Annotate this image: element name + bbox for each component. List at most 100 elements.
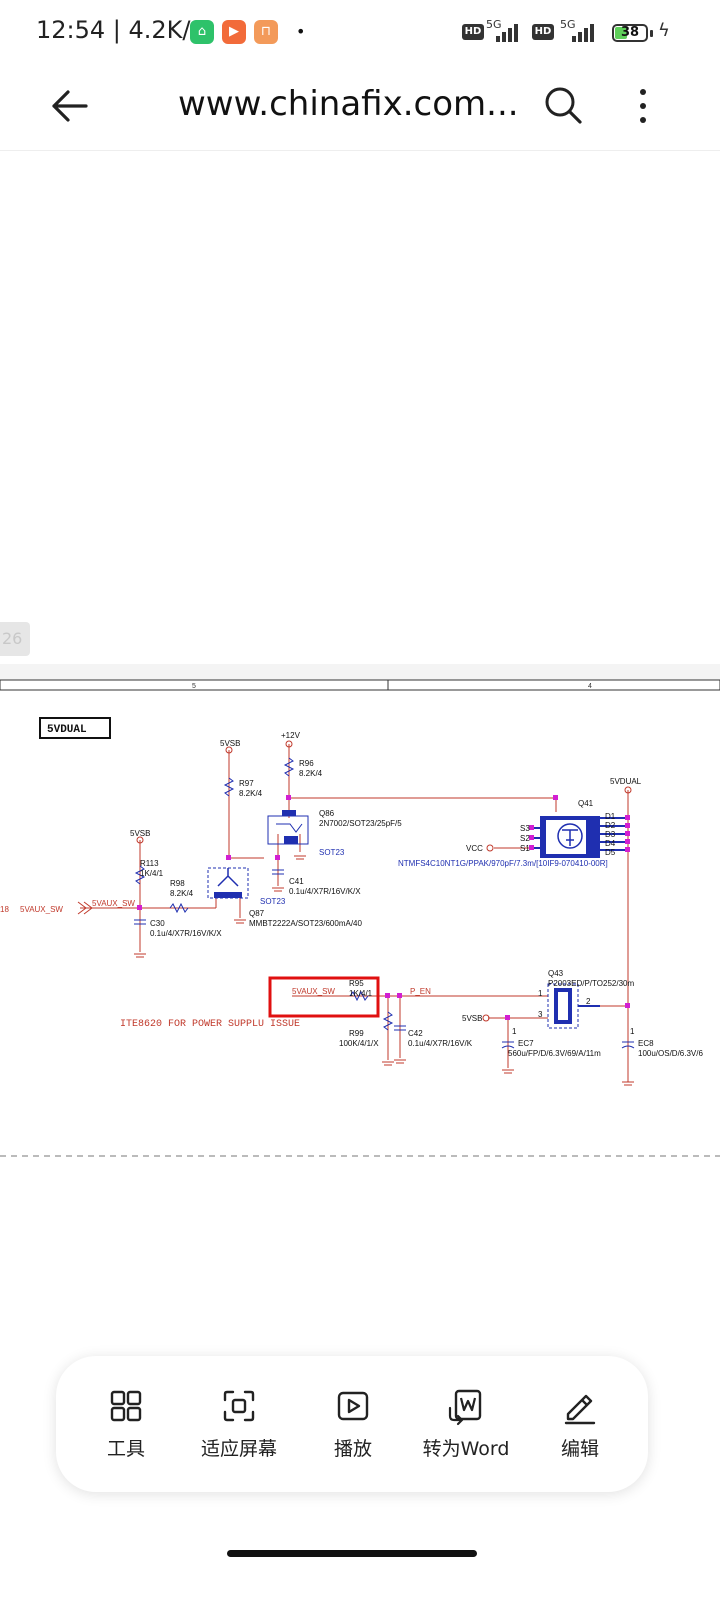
r97-ref: R97 xyxy=(239,779,254,788)
r95-value: 1K/4/1 xyxy=(349,989,373,998)
q87-symbol xyxy=(207,867,249,899)
q41-ref: Q41 xyxy=(578,799,594,808)
ec7-ref: EC7 xyxy=(518,1039,534,1048)
c30-ref: C30 xyxy=(150,919,165,928)
title-box-label: 5VDUAL xyxy=(47,724,87,736)
net-5vsb-3: 5VSB xyxy=(462,1014,482,1023)
edit-pencil-icon xyxy=(564,1394,596,1425)
ec7-value: 560u/FP/D/6.3V/69/A/11m xyxy=(508,1049,601,1058)
search-icon xyxy=(545,87,582,124)
c42-value: 0.1u/4/X7R/16V/K xyxy=(408,1039,473,1048)
hd-badge-1: HD xyxy=(462,24,484,40)
play-icon xyxy=(337,1391,369,1421)
play-label: 播放 xyxy=(333,1438,372,1460)
pin-q43-3: 3 xyxy=(538,1010,543,1019)
r98-value: 8.2K/4 xyxy=(170,889,194,898)
signal-bars-1-icon xyxy=(496,24,522,42)
net-5vaux-sw: 5VAUX_SW xyxy=(292,987,335,996)
r97-value: 8.2K/4 xyxy=(239,789,263,798)
pin-d3: D3 xyxy=(605,830,616,839)
pin-d2: D2 xyxy=(605,821,616,830)
signal-bars-2-icon xyxy=(572,24,598,42)
search-button[interactable] xyxy=(540,80,590,132)
fit-screen-label: 适应屏幕 xyxy=(200,1438,277,1460)
charging-icon: ϟ xyxy=(658,20,670,41)
pin-d5: D5 xyxy=(605,848,616,857)
tools-button[interactable]: 工具 xyxy=(66,1386,186,1466)
fit-screen-button[interactable]: 适应屏幕 xyxy=(179,1386,299,1466)
r99-ref: R99 xyxy=(349,1029,364,1038)
q86-ref: Q86 xyxy=(319,809,335,818)
r113-value: 1K/4/1 xyxy=(140,869,164,878)
c41-value: 0.1u/4/X7R/16V/K/X xyxy=(289,887,361,896)
mi-home-icon: ⌂ xyxy=(190,20,214,44)
c41-ref: C41 xyxy=(289,877,304,886)
back-button[interactable] xyxy=(44,80,96,132)
back-arrow-icon xyxy=(52,90,88,122)
q43-symbol xyxy=(547,983,600,1029)
pin-d1: D1 xyxy=(605,812,616,821)
schematic-drawing: 5 4 5VDUAL xyxy=(0,679,720,1157)
net-12v: +12V xyxy=(281,731,301,740)
convert-word-icon xyxy=(448,1389,482,1426)
c42-ref: C42 xyxy=(408,1029,423,1038)
pin-ec7-1: 1 xyxy=(512,1027,517,1036)
battery-icon: 38 xyxy=(612,24,648,42)
home-indicator[interactable] xyxy=(227,1550,477,1557)
net-p-en: P_EN xyxy=(410,987,431,996)
ec8-ref: EC8 xyxy=(638,1039,654,1048)
page-number-badge: 26 xyxy=(0,622,30,656)
battery-tip xyxy=(650,30,653,37)
network-type-1: 5G xyxy=(486,18,502,31)
pin-s2: S2 xyxy=(520,834,530,843)
edit-button[interactable]: 编辑 xyxy=(520,1386,640,1466)
bottom-toolbar: 工具 适应屏幕 播放 转为Word 编辑 xyxy=(56,1356,648,1492)
border-strip xyxy=(0,679,720,691)
r99-value: 100K/4/1/X xyxy=(339,1039,379,1048)
r98-ref: R98 xyxy=(170,879,185,888)
more-options-button[interactable] xyxy=(628,80,658,132)
net-vcc: VCC xyxy=(466,844,483,853)
page-title: www.chinafix.com... xyxy=(178,84,519,124)
q43-ref: Q43 xyxy=(548,969,564,978)
schematic-view[interactable]: 5 4 5VDUAL xyxy=(0,672,720,1172)
net-5vdual: 5VDUAL xyxy=(610,777,642,786)
r96-ref: R96 xyxy=(299,759,314,768)
net-5vsb-2: 5VSB xyxy=(130,829,150,838)
highlight-box xyxy=(268,976,380,1018)
border-number-5: 5 xyxy=(192,683,196,690)
c30-value: 0.1u/4/X7R/16V/K/X xyxy=(150,929,222,938)
more-notifications-dot: • xyxy=(296,22,306,41)
battery-level: 38 xyxy=(620,25,640,40)
sheet-reference: 18 xyxy=(0,905,9,914)
r96-value: 8.2K/4 xyxy=(299,769,323,778)
pin-q43-2: 2 xyxy=(586,997,591,1006)
shopping-icon: ⊓ xyxy=(254,20,278,44)
pdf-page-gap xyxy=(0,664,720,680)
q87-value: MMBT2222A/SOT23/600mA/40 xyxy=(249,919,362,928)
q86-package: SOT23 xyxy=(319,848,345,857)
status-indicators: HD 5G HD 5G 38 ϟ xyxy=(462,18,672,46)
q41-value: NTMFS4C10NT1G/PPAK/970pF/7.3m/[10IF9-070… xyxy=(398,859,608,868)
video-call-icon: ▶ xyxy=(222,20,246,44)
grid-icon xyxy=(110,1390,142,1422)
q41-symbol xyxy=(532,816,628,858)
border-number-4: 4 xyxy=(588,683,592,690)
ec8-value: 100u/OS/D/6.3V/6 xyxy=(638,1049,703,1058)
clock: 12:54 xyxy=(36,16,106,44)
q43-value: P2003ED/P/TO252/30m xyxy=(548,979,634,988)
r113-ref: R113 xyxy=(140,859,159,868)
pin-d4: D4 xyxy=(605,839,616,848)
net-5vsb-1: 5VSB xyxy=(220,739,240,748)
status-bar: 12:54 | 4.2K/s ⌂ ▶ ⊓ • HD 5G HD 5G 38 ϟ xyxy=(0,0,720,64)
convert-word-button[interactable]: 转为Word xyxy=(406,1386,526,1466)
play-button[interactable]: 播放 xyxy=(293,1386,413,1466)
q87-package: SOT23 xyxy=(260,897,286,906)
more-vert-icon xyxy=(640,89,646,123)
edit-label: 编辑 xyxy=(560,1438,599,1460)
schematic-note: ITE8620 FOR POWER SUPPLU ISSUE xyxy=(120,1019,300,1030)
net-5vaux-sw-arrow: 5VAUX_SW xyxy=(92,899,135,908)
q86-symbol xyxy=(267,810,309,845)
status-time-and-speed: 12:54 | 4.2K/s xyxy=(36,16,204,44)
title-box xyxy=(39,717,111,739)
